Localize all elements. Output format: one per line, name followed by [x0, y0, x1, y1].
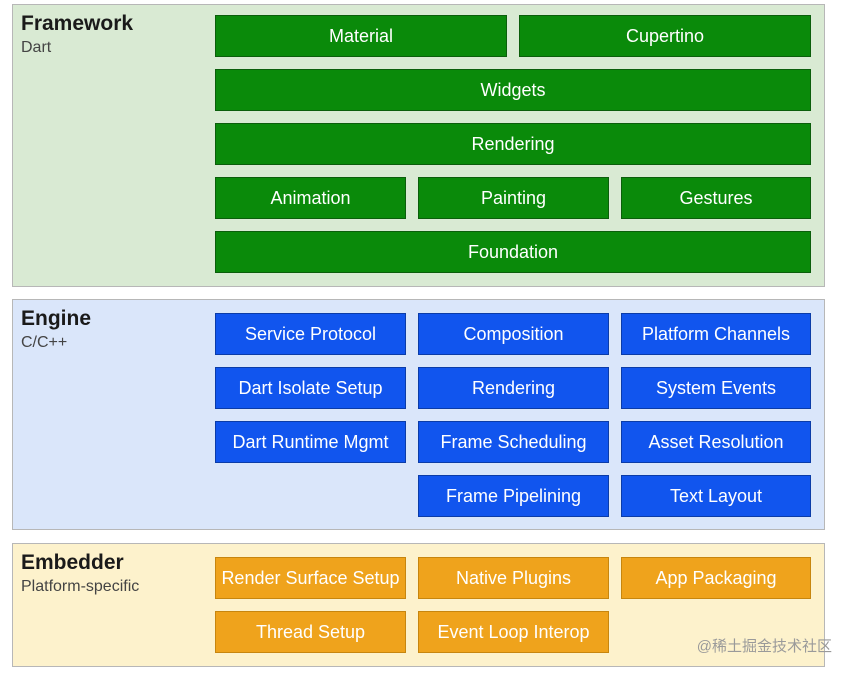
composition-block: Composition [418, 313, 609, 355]
text-layout-block: Text Layout [621, 475, 811, 517]
thread-setup-block: Thread Setup [215, 611, 406, 653]
system-events-block: System Events [621, 367, 811, 409]
engine-title: Engine [21, 307, 92, 330]
widgets-block: Widgets [215, 69, 811, 111]
event-loop-interop-block: Event Loop Interop [418, 611, 609, 653]
framework-rendering-block: Rendering [215, 123, 811, 165]
painting-block: Painting [418, 177, 609, 219]
asset-resolution-block: Asset Resolution [621, 421, 811, 463]
dart-isolate-setup-block: Dart Isolate Setup [215, 367, 406, 409]
framework-subtitle: Dart [21, 39, 52, 56]
native-plugins-block: Native Plugins [418, 557, 609, 599]
material-block: Material [215, 15, 507, 57]
engine-subtitle: C/C++ [21, 334, 68, 351]
frame-pipelining-block: Frame Pipelining [418, 475, 609, 517]
platform-channels-block: Platform Channels [621, 313, 811, 355]
foundation-block: Foundation [215, 231, 811, 273]
watermark: @稀土掘金技术社区 [696, 638, 832, 655]
gestures-block: Gestures [621, 177, 811, 219]
embedder-subtitle: Platform-specific [21, 578, 140, 595]
framework-title: Framework [21, 12, 134, 35]
app-packaging-block: App Packaging [621, 557, 811, 599]
frame-scheduling-block: Frame Scheduling [418, 421, 609, 463]
render-surface-setup-block: Render Surface Setup [215, 557, 406, 599]
animation-block: Animation [215, 177, 406, 219]
engine-rendering-block: Rendering [418, 367, 609, 409]
service-protocol-block: Service Protocol [215, 313, 406, 355]
embedder-title: Embedder [21, 551, 124, 574]
dart-runtime-mgmt-block: Dart Runtime Mgmt [215, 421, 406, 463]
cupertino-block: Cupertino [519, 15, 811, 57]
